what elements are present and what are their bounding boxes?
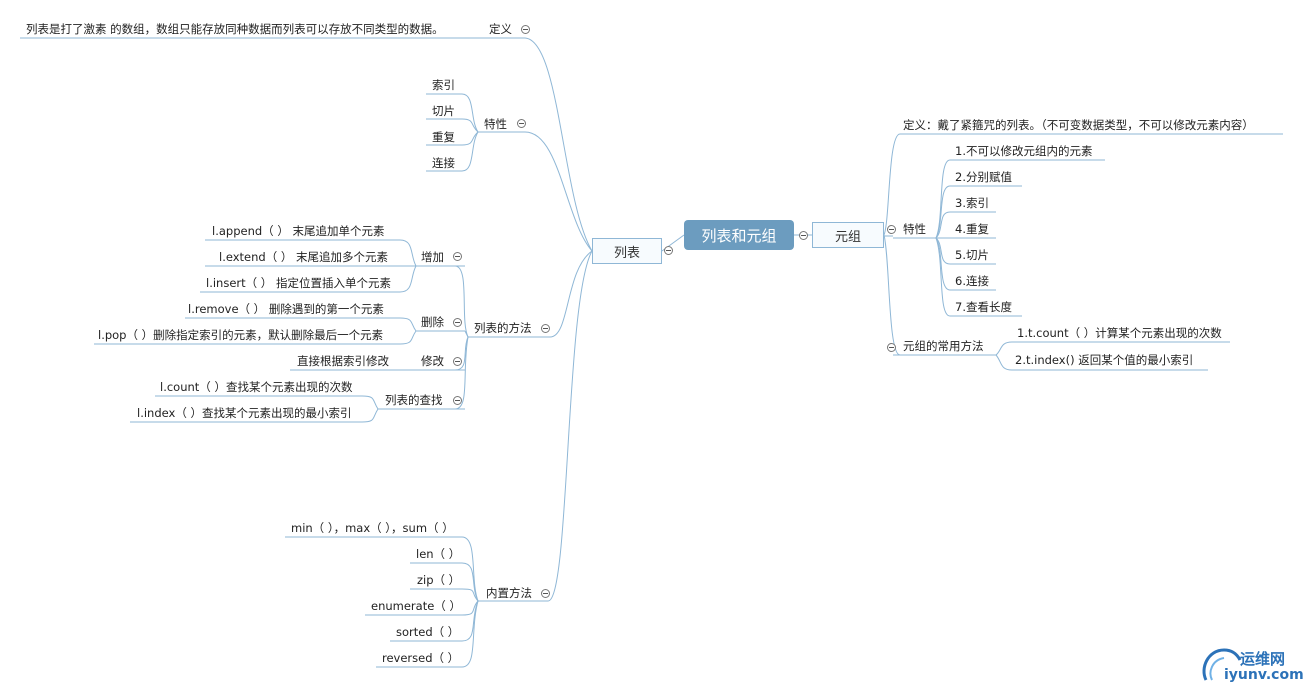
root-node[interactable]: 列表和元组 [684, 220, 794, 250]
collapse-toggle-modify[interactable] [453, 357, 462, 366]
list-definition-text: 列表是打了激素 的数组，数组只能存放同种数据而列表可以存放不同类型的数据。 [26, 22, 444, 36]
collapse-toggle-find[interactable] [453, 396, 462, 405]
tuple-method-item[interactable]: 2.t.index() 返回某个值的最小索引 [1015, 353, 1194, 367]
watermark-en: iyunv.com [1224, 667, 1303, 683]
list-add-label[interactable]: 增加 [421, 250, 444, 264]
collapse-toggle-add[interactable] [453, 252, 462, 261]
list-find-item[interactable]: l.count（ ）查找某个元素出现的次数 [160, 380, 353, 394]
list-feature-item[interactable]: 索引 [432, 78, 455, 92]
tuple-definition-text[interactable]: 定义：戴了紧箍咒的列表。（不可变数据类型，不可以修改元素内容） [903, 118, 1254, 132]
collapse-toggle-methods[interactable] [541, 324, 550, 333]
list-find-label[interactable]: 列表的查找 [385, 393, 443, 407]
list-delete-label[interactable]: 删除 [421, 315, 444, 329]
list-feature-item[interactable]: 切片 [432, 104, 455, 118]
list-add-item[interactable]: l.append（ ） 末尾追加单个元素 [212, 224, 385, 238]
collapse-toggle-tuple-features[interactable] [887, 225, 896, 234]
list-modify-item[interactable]: 直接根据索引修改 [297, 354, 389, 368]
site-logo-icon [1202, 648, 1242, 681]
list-delete-item[interactable]: l.pop（ ）删除指定索引的元素，默认删除最后一个元素 [98, 328, 384, 342]
list-builtin-item[interactable]: zip（ ） [417, 573, 461, 587]
list-features-label[interactable]: 特性 [484, 117, 507, 131]
collapse-toggle-features[interactable] [517, 119, 526, 128]
list-builtin-item[interactable]: min（ ），max（ ），sum（ ） [291, 521, 454, 535]
list-add-item[interactable]: l.extend（ ） 末尾追加多个元素 [219, 250, 389, 264]
tuple-feature-item[interactable]: 5.切片 [955, 248, 989, 262]
list-definition-label[interactable]: 定义 [489, 22, 512, 36]
tuple-feature-item[interactable]: 2.分别赋值 [955, 170, 1012, 184]
list-add-item[interactable]: l.insert（ ） 指定位置插入单个元素 [206, 276, 391, 290]
list-builtin-item[interactable]: reversed（ ） [382, 651, 460, 665]
tuple-methods-label[interactable]: 元组的常用方法 [903, 339, 984, 353]
tuple-feature-item[interactable]: 1.不可以修改元组内的元素 [955, 144, 1093, 158]
tuple-method-item[interactable]: 1.t.count（ ）计算某个元素出现的次数 [1017, 326, 1222, 340]
collapse-toggle-list[interactable] [664, 246, 673, 255]
tuple-features-label[interactable]: 特性 [903, 222, 926, 236]
list-methods-label[interactable]: 列表的方法 [474, 321, 532, 335]
list-feature-item[interactable]: 连接 [432, 156, 455, 170]
collapse-toggle-definition[interactable] [521, 25, 530, 34]
tuple-feature-item[interactable]: 3.索引 [955, 196, 989, 210]
tuple-feature-item[interactable]: 6.连接 [955, 274, 989, 288]
watermark-cn: 运维网 [1240, 650, 1286, 668]
list-modify-label[interactable]: 修改 [421, 354, 444, 368]
collapse-toggle-root[interactable] [799, 231, 808, 240]
list-delete-item[interactable]: l.remove（ ） 删除遇到的第一个元素 [188, 302, 384, 316]
collapse-toggle-tuple-methods[interactable] [887, 343, 896, 352]
list-builtin-item[interactable]: len（ ） [416, 547, 461, 561]
list-find-item[interactable]: l.index（ ）查找某个元素出现的最小索引 [137, 406, 352, 420]
tuple-node[interactable]: 元组 [812, 222, 884, 248]
collapse-toggle-delete[interactable] [453, 318, 462, 327]
list-builtin-item[interactable]: enumerate（ ） [371, 599, 461, 613]
tuple-feature-item[interactable]: 7.查看长度 [955, 300, 1012, 314]
list-builtin-item[interactable]: sorted（ ） [396, 625, 460, 639]
list-node[interactable]: 列表 [592, 238, 662, 264]
list-feature-item[interactable]: 重复 [432, 130, 455, 144]
tuple-feature-item[interactable]: 4.重复 [955, 222, 989, 236]
list-builtin-label[interactable]: 内置方法 [486, 586, 532, 600]
collapse-toggle-builtin[interactable] [541, 589, 550, 598]
